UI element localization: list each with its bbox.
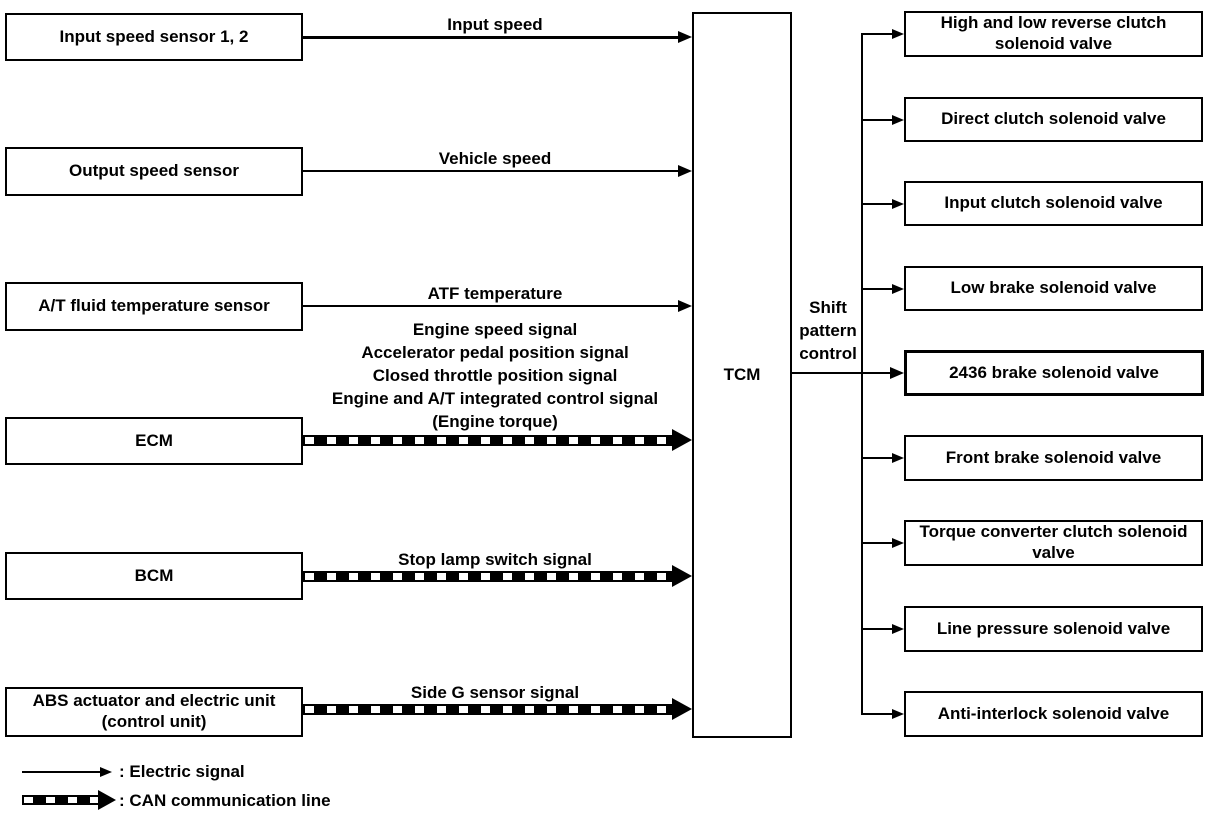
can-dash-pattern [305,706,673,713]
electric-arrowhead-atf-temperature [678,300,692,312]
legend-electric-line [22,771,102,773]
branch-line-1 [862,33,892,35]
output-box-2436-brake: 2436 brake solenoid valve [904,350,1204,396]
branch-arrowhead-4 [892,284,904,294]
electric-line-input-speed [303,36,679,39]
can-line-abs [303,704,673,715]
signal-label-stop-lamp-switch: Stop lamp switch signal [398,550,592,569]
can-line-bcm [303,571,673,582]
branch-line-6 [862,457,892,459]
branch-arrowhead-1 [892,29,904,39]
input-box-abs-actuator: ABS actuator and electric unit (control … [5,687,303,737]
branch-arrowhead-2 [892,115,904,125]
branch-line-2 [862,119,892,121]
output-box-torque-converter-clutch: Torque converter clutch solenoid valve [904,520,1203,566]
legend-can-arrowhead [98,790,116,810]
branch-arrowhead-7 [892,538,904,548]
output-box-direct-clutch: Direct clutch solenoid valve [904,97,1203,142]
output-box-line-pressure: Line pressure solenoid valve [904,606,1203,652]
signal-label-vehicle-speed: Vehicle speed [438,149,552,168]
can-dash-pattern [305,573,673,580]
branch-arrowhead-9 [892,709,904,719]
can-arrowhead-abs [672,698,692,720]
input-box-at-fluid-temperature-sensor: A/T fluid temperature sensor [5,282,303,331]
output-box-high-low-reverse-clutch: High and low reverse clutch solenoid val… [904,11,1203,57]
output-box-low-brake: Low brake solenoid valve [904,266,1203,311]
branch-arrowhead-3 [892,199,904,209]
signal-label-closed-throttle-position: Closed throttle position signal [372,366,618,385]
branch-line-8 [862,628,892,630]
shift-pattern-control-label: Shift pattern control [799,298,857,363]
legend-can-line [22,795,98,805]
branch-line-3 [862,203,892,205]
output-box-anti-interlock: Anti-interlock solenoid valve [904,691,1203,737]
signal-label-atf-temperature: ATF temperature [427,284,563,303]
signal-label-side-g-sensor: Side G sensor signal [410,683,580,702]
can-arrowhead-bcm [672,565,692,587]
electric-arrowhead-input-speed [678,31,692,43]
input-box-bcm: BCM [5,552,303,600]
tcm-output-line [792,372,890,374]
legend-electric-arrowhead [100,767,112,777]
output-box-front-brake: Front brake solenoid valve [904,435,1203,481]
branch-arrowhead-8 [892,624,904,634]
signal-label-engine-speed: Engine speed signal [412,320,578,339]
branch-line-4 [862,288,892,290]
can-arrowhead-ecm [672,429,692,451]
electric-arrowhead-vehicle-speed [678,165,692,177]
branch-arrowhead-6 [892,453,904,463]
electric-line-vehicle-speed [303,170,679,172]
can-dash-pattern [305,437,673,444]
input-box-ecm: ECM [5,417,303,465]
can-dash-pattern [24,797,98,803]
signal-label-ecm-group: Engine speed signal Accelerator pedal po… [300,318,690,433]
electric-line-atf-temperature [303,305,679,307]
legend-can-label: : CAN communication line [119,791,331,810]
tcm-box: TCM [692,12,792,738]
can-line-ecm [303,435,673,446]
branch-line-7 [862,542,892,544]
signal-label-input-speed: Input speed [447,15,543,34]
tcm-output-arrowhead [890,367,904,379]
branch-line-9 [862,713,892,715]
input-box-output-speed-sensor: Output speed sensor [5,147,303,196]
legend-electric-label: : Electric signal [119,762,245,781]
input-box-input-speed-sensor: Input speed sensor 1, 2 [5,13,303,61]
output-box-input-clutch: Input clutch solenoid valve [904,181,1203,226]
signal-label-engine-at-integrated-control: Engine and A/T integrated control signal [331,389,659,408]
distribution-line [861,33,863,715]
signal-label-engine-torque: (Engine torque) [432,412,558,431]
signal-label-accelerator-pedal-position: Accelerator pedal position signal [361,343,629,362]
